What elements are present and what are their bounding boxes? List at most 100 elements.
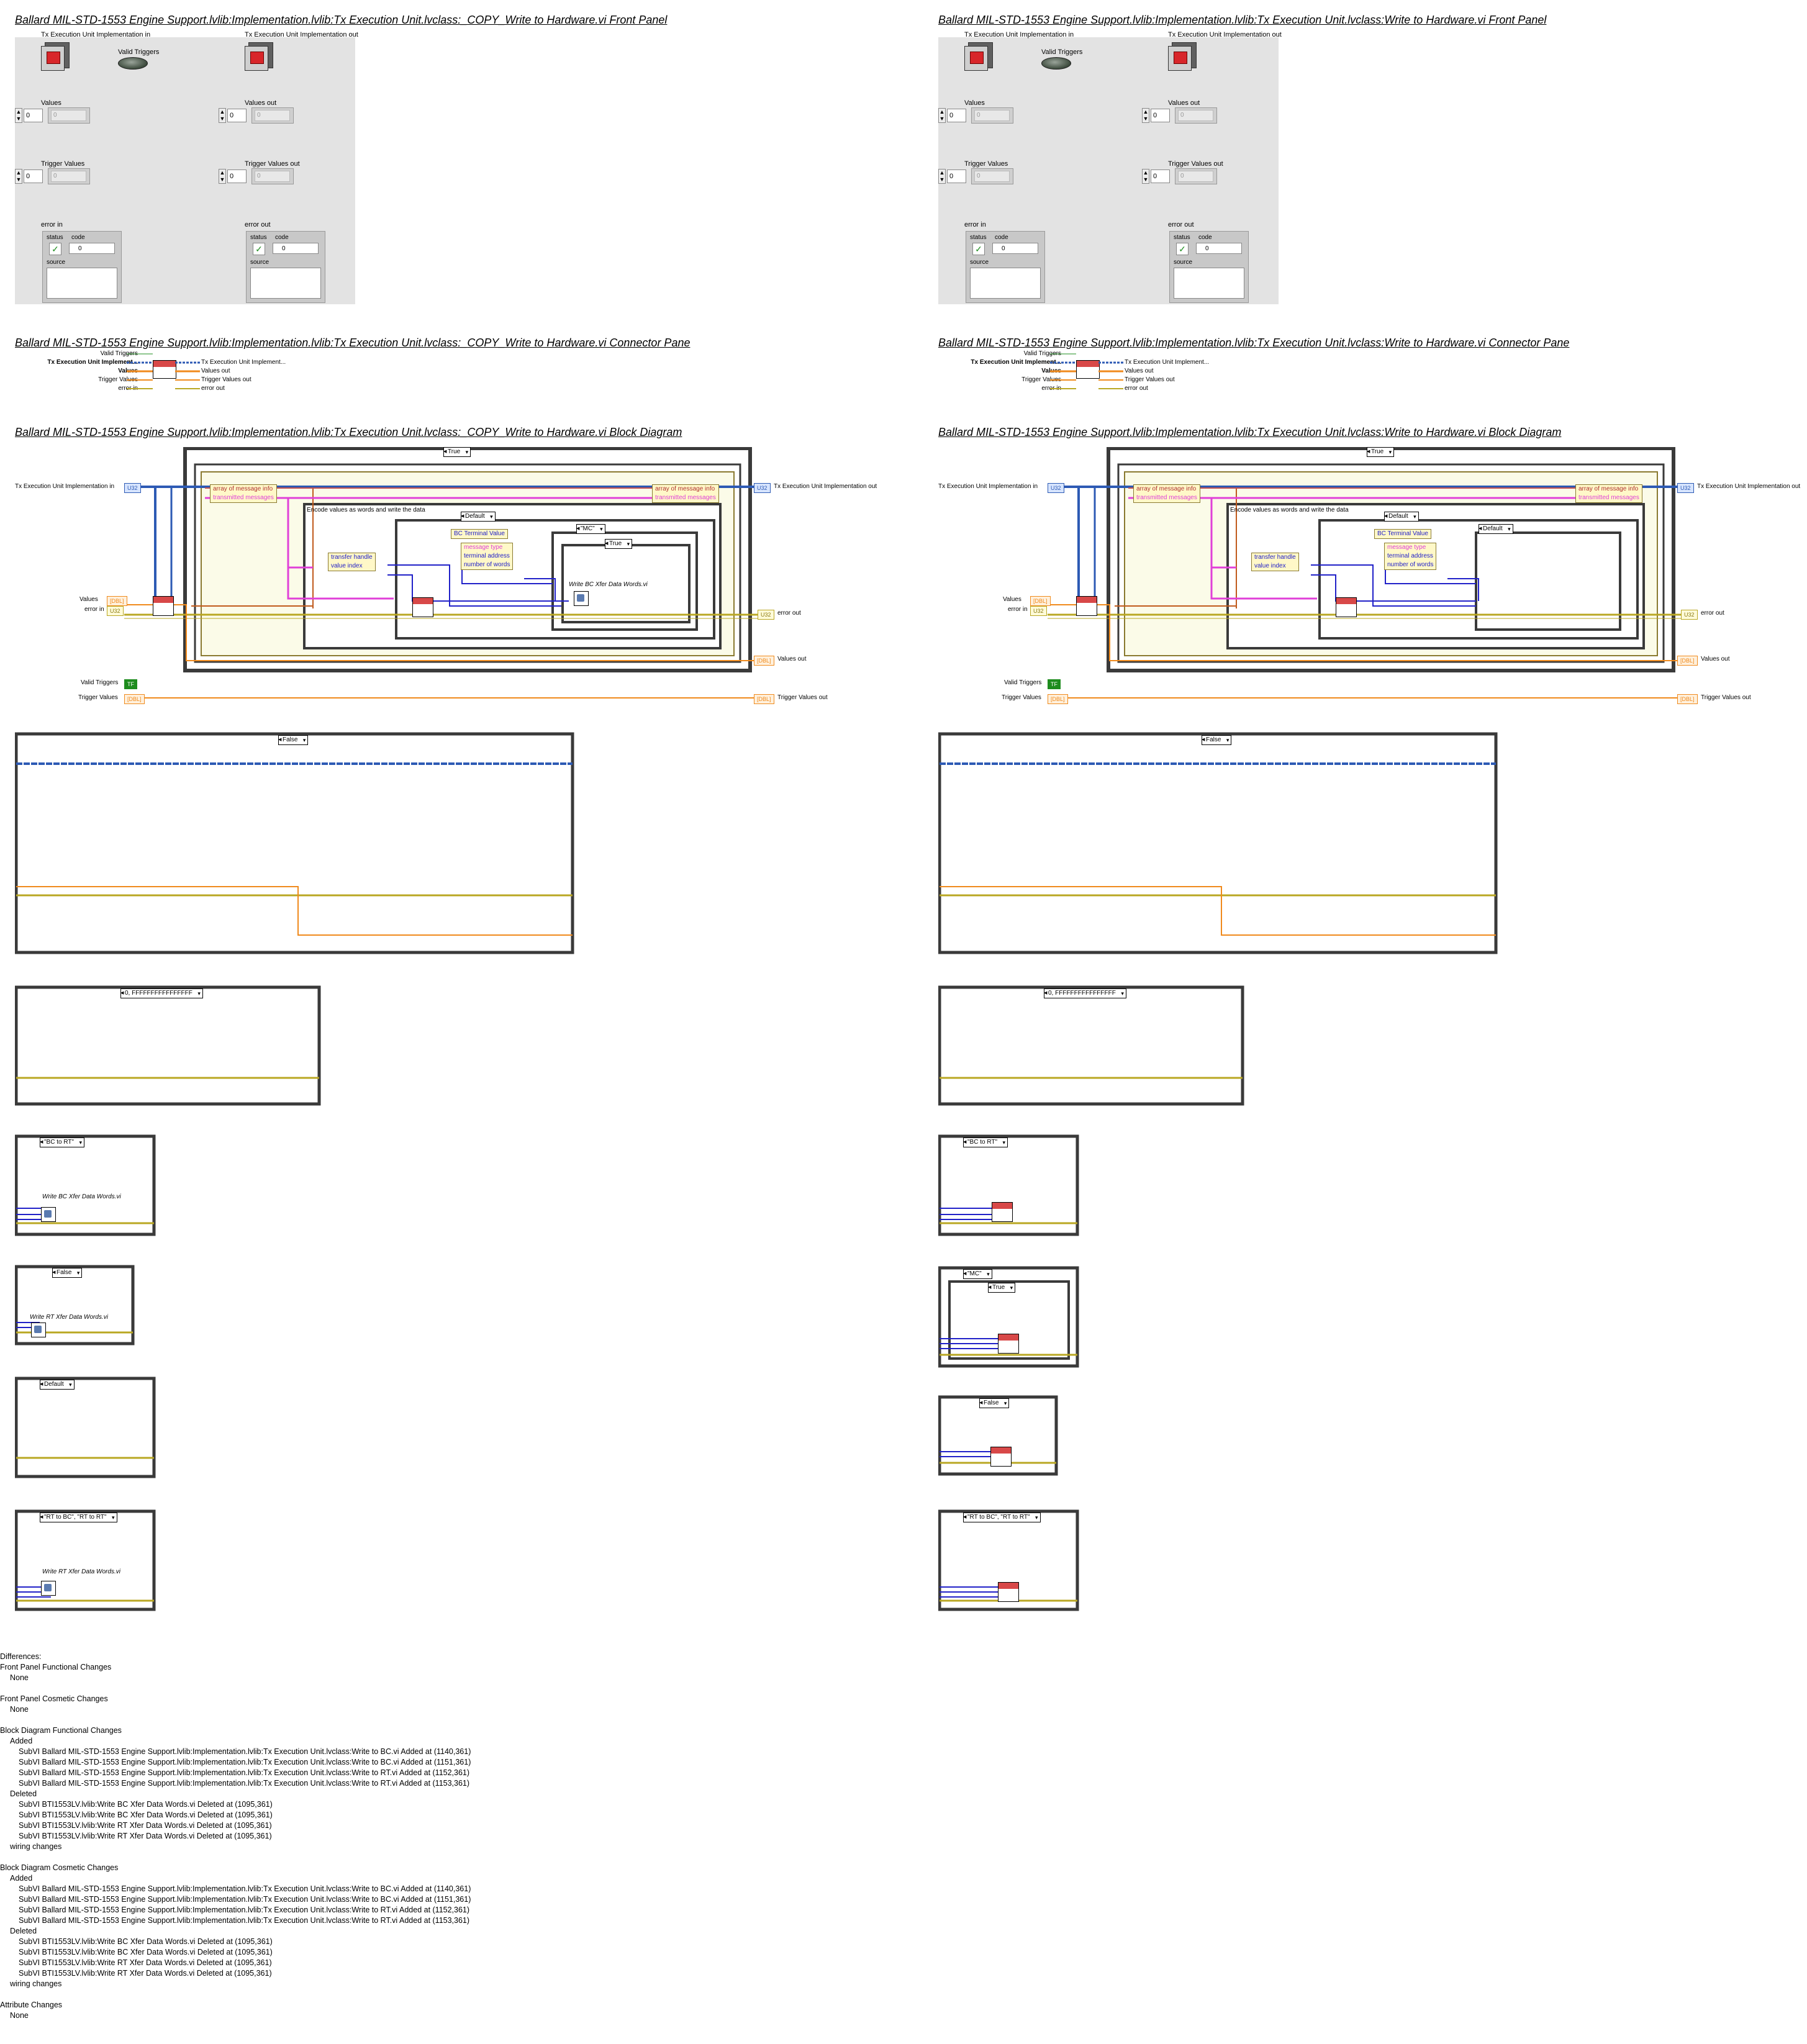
write-to-bc-subvi[interactable] [992, 1202, 1013, 1222]
case-selector-false-rt[interactable]: False [979, 1398, 1009, 1408]
unbundle-node: array of message info transmitted messag… [210, 484, 277, 503]
error-out-terminal-label: error out [777, 610, 801, 617]
diff-line: Added [0, 1736, 745, 1747]
unbundle-node: array of message info transmitted messag… [1133, 484, 1200, 503]
case-selector-inner-true[interactable]: True [605, 539, 632, 549]
case-selector-rt[interactable]: "RT to BC", "RT to RT" [40, 1513, 117, 1522]
unbundle-subvi[interactable] [1076, 596, 1097, 616]
source-field[interactable] [47, 268, 117, 299]
case-selector-rt[interactable]: "RT to BC", "RT to RT" [963, 1513, 1041, 1522]
code-field[interactable]: 0 [69, 243, 115, 254]
diff-line: None [0, 1673, 745, 1683]
impl-out-label: Tx Execution Unit Implementation out [1168, 31, 1282, 38]
valid-triggers-terminal[interactable]: TF [124, 679, 137, 689]
code-field[interactable]: 0 [992, 243, 1038, 254]
case-selector-false[interactable]: False [278, 735, 308, 745]
case-selector-true[interactable]: True [443, 447, 471, 457]
values-terminal[interactable]: [DBL] [107, 596, 127, 606]
case-selector-default-2[interactable]: Default [40, 1380, 75, 1390]
write-to-rt-subvi-2[interactable] [998, 1582, 1019, 1602]
error-out-terminal-label: error out [1701, 610, 1724, 617]
values-array[interactable]: ▲▼0 [938, 108, 1013, 123]
case-selector-default[interactable]: Default [1384, 512, 1419, 522]
impl-in-terminal-label: Tx Execution Unit Implementation in [15, 483, 114, 490]
impl-in-class-control[interactable] [41, 42, 68, 71]
diff-line: SubVI BTI1553LV.lvlib:Write RT Xfer Data… [0, 1831, 745, 1842]
unbundle-transfer-node: transfer handle value index [1251, 553, 1299, 571]
values-array[interactable]: ▲▼0 [15, 108, 90, 123]
case-selector-default[interactable]: Default [461, 512, 496, 522]
block-diagram: True Tx Execution Unit Implementation in… [15, 447, 897, 1627]
write-bc-vi-icon-2[interactable] [41, 1207, 56, 1222]
error-in-cluster[interactable]: status code ✓ 0 source [966, 231, 1045, 303]
status-checkbox[interactable]: ✓ [972, 243, 985, 255]
error-in-terminal[interactable]: U32 [1030, 606, 1047, 616]
impl-in-terminal[interactable]: U32 [124, 483, 141, 493]
block-diagram-title: Ballard MIL-STD-1553 Engine Support.lvli… [938, 426, 1561, 439]
values-label: Values [964, 99, 985, 107]
status-checkbox[interactable]: ✓ [49, 243, 61, 255]
error-out-terminal: U32 [758, 610, 774, 620]
error-in-label: error in [964, 221, 986, 228]
valid-triggers-led[interactable] [118, 57, 148, 70]
case-selector-bc-to-rt[interactable]: "BC to RT" [40, 1137, 84, 1147]
values-terminal[interactable]: [DBL] [1030, 596, 1051, 606]
write-bc-vi-icon[interactable] [574, 591, 589, 606]
error-out-label: error out [1168, 221, 1194, 228]
case-selector-mc[interactable]: "MC" [576, 524, 605, 534]
source-field[interactable] [970, 268, 1041, 299]
impl-out-class-indicator [1168, 42, 1195, 71]
write-rt-vi-icon-2[interactable] [41, 1581, 56, 1596]
impl-in-class-control[interactable] [964, 42, 992, 71]
trigger-values-out-label: Trigger Values out [245, 160, 300, 168]
diff-line [0, 1989, 745, 2000]
case-selector-mc-true[interactable]: True [988, 1283, 1015, 1293]
valid-triggers-label: Valid Triggers [1041, 48, 1082, 56]
write-to-rt-subvi[interactable] [990, 1447, 1012, 1467]
valid-triggers-terminal[interactable]: TF [1048, 679, 1061, 689]
trigger-values-terminal[interactable]: [DBL] [124, 694, 145, 704]
diff-line: Added [0, 1873, 745, 1884]
unbundle-subvi[interactable] [153, 596, 174, 616]
error-in-cluster[interactable]: status code ✓ 0 source [42, 231, 122, 303]
trigger-values-terminal[interactable]: [DBL] [1048, 694, 1068, 704]
case-selector-inner-default[interactable]: Default [1479, 524, 1513, 534]
diff-line: SubVI Ballard MIL-STD-1553 Engine Suppor… [0, 1757, 745, 1768]
diff-line: SubVI Ballard MIL-STD-1553 Engine Suppor… [0, 1915, 745, 1926]
diff-line: Front Panel Cosmetic Changes [0, 1694, 745, 1704]
diff-line: Block Diagram Functional Changes [0, 1725, 745, 1736]
error-in-terminal-label: error in [1008, 606, 1028, 613]
case-selector-mc[interactable]: "MC" [963, 1269, 992, 1279]
case-selector-range[interactable]: 0, FFFFFFFFFFFFFFFF [1044, 988, 1126, 998]
trigger-values-out-array: ▲▼0 [1142, 169, 1217, 184]
impl-out-label: Tx Execution Unit Implementation out [245, 31, 358, 38]
subvi-node[interactable] [412, 597, 433, 617]
write-to-bc-subvi-2[interactable] [998, 1334, 1019, 1354]
subvi-node[interactable] [1336, 597, 1357, 617]
case-selector-true[interactable]: True [1367, 447, 1394, 457]
impl-in-label: Tx Execution Unit Implementation in [41, 31, 150, 38]
valid-triggers-led[interactable] [1041, 57, 1071, 70]
front-panel-title: Ballard MIL-STD-1553 Engine Support.lvli… [15, 14, 667, 27]
case-selector-false[interactable]: False [1202, 735, 1231, 745]
trigger-values-array[interactable]: ▲▼0 [15, 169, 90, 184]
trigger-values-out-terminal: [DBL] [754, 694, 774, 704]
case-selector-false-rt[interactable]: False [52, 1268, 82, 1278]
values-out-terminal: [DBL] [754, 656, 774, 666]
trigger-values-label: Trigger Values [964, 160, 1008, 168]
case-selector-range[interactable]: 0, FFFFFFFFFFFFFFFF [120, 988, 203, 998]
diff-line: SubVI BTI1553LV.lvlib:Write BC Xfer Data… [0, 1937, 745, 1947]
write-rt-vi-icon[interactable] [31, 1323, 46, 1337]
error-in-terminal[interactable]: U32 [107, 606, 124, 616]
values-terminal-label: Values [1003, 596, 1021, 603]
block-diagram: True Tx Execution Unit Implementation in… [938, 447, 1807, 1627]
trigger-values-array[interactable]: ▲▼0 [938, 169, 1013, 184]
impl-in-terminal-label: Tx Execution Unit Implementation in [938, 483, 1038, 490]
encode-label: Encode values as words and write the dat… [1230, 507, 1349, 513]
block-diagram-title: Ballard MIL-STD-1553 Engine Support.lvli… [15, 426, 682, 439]
impl-in-terminal[interactable]: U32 [1048, 483, 1064, 493]
values-out-array: ▲▼0 [1142, 108, 1217, 123]
case-selector-bc-to-rt[interactable]: "BC to RT" [963, 1137, 1008, 1147]
diff-line [0, 1683, 745, 1694]
connector-pane: Valid Triggers Tx Execution Unit Impleme… [15, 349, 338, 399]
